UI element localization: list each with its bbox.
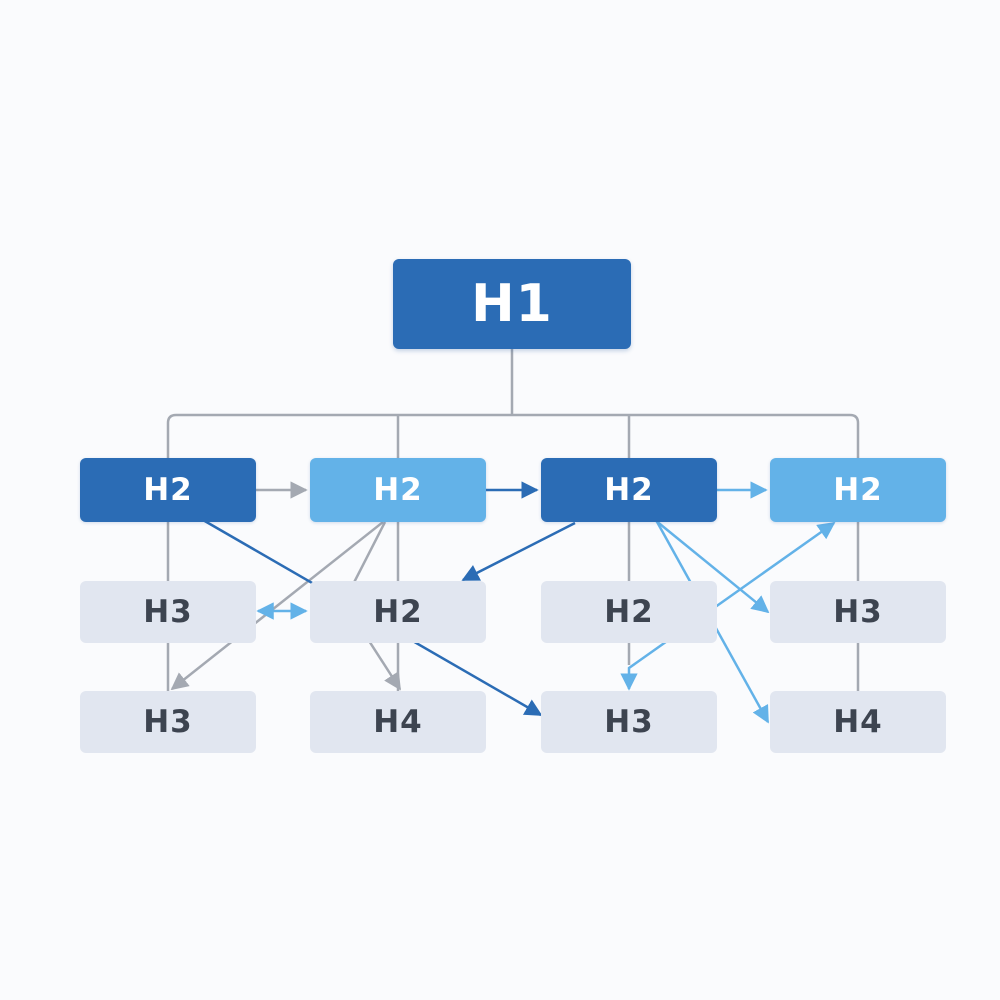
node-row3-col4[interactable]: H4 xyxy=(770,691,946,753)
node-row1-col2[interactable]: H2 xyxy=(310,458,486,522)
arrow-h2c-to-h2-middle xyxy=(461,521,576,582)
node-row2-col4[interactable]: H3 xyxy=(770,581,946,643)
column-connectors xyxy=(166,522,860,691)
bus-line xyxy=(166,413,860,458)
node-row2-col1[interactable]: H3 xyxy=(80,581,256,643)
node-row1-col4[interactable]: H2 xyxy=(770,458,946,522)
node-row1-col1[interactable]: H2 xyxy=(80,458,256,522)
node-row1-col3[interactable]: H2 xyxy=(541,458,717,522)
arrow-h2d-to-h3-center xyxy=(620,521,836,691)
node-row3-col1[interactable]: H3 xyxy=(80,691,256,753)
node-row2-col2[interactable]: H2 xyxy=(310,581,486,643)
node-row3-col3[interactable]: H3 xyxy=(541,691,717,753)
node-row2-col3[interactable]: H2 xyxy=(541,581,717,643)
node-h1-root[interactable]: H1 xyxy=(393,259,631,349)
node-row3-col2[interactable]: H4 xyxy=(310,691,486,753)
tree-connectors xyxy=(166,349,860,458)
